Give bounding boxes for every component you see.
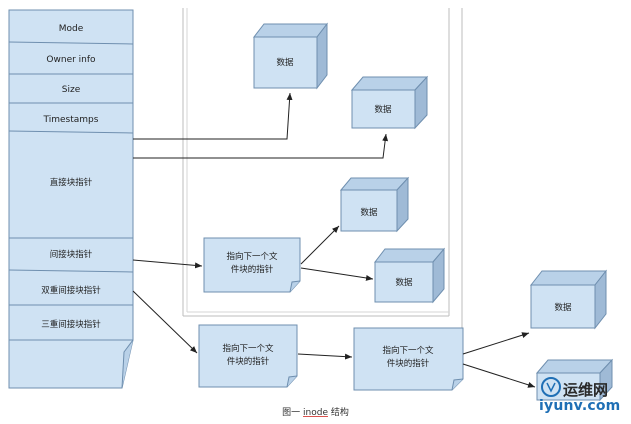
inode-table: Mode Owner info Size Timestamps 直接块指针 间接… [8,9,134,389]
data-block-6-partial [535,358,614,402]
watermark-title: 运维网 [563,381,609,399]
caption-prefix: 图一 [282,408,301,418]
data-block-1: 数据 [252,22,329,90]
field-indirect-block-pointer: 间接块指针 [50,249,93,260]
field-triple-indirect-block-pointer: 三重间接块指针 [41,319,101,330]
pointer-box-line1: 指向下一个文 [226,251,278,262]
arrow-indirect-to-pointer [132,259,203,269]
data-block-label: 数据 [360,207,378,218]
pointer-box-line2: 件块的指针 [227,356,270,367]
field-mode: Mode [59,24,84,34]
pointer-box-line2: 件块的指针 [387,358,430,369]
arrow-pointer-to-data-5 [462,332,530,355]
watermark-logo-icon [541,377,561,397]
caption-term: inode [303,408,328,418]
arrow-pointer-to-data-4 [300,267,374,281]
arrow-pointer-to-data-3 [300,225,340,265]
data-block-label: 数据 [374,104,392,115]
pointer-box-line2: 件块的指针 [231,264,274,275]
figure-caption: 图一 inode 结构 [0,405,631,418]
arrow-pointer-to-data-6 [462,363,536,388]
field-owner-info: Owner info [46,55,96,65]
field-double-indirect-block-pointer: 双重间接块指针 [41,285,101,296]
data-block-3: 数据 [339,176,410,233]
arrow-direct-to-data-2 [133,133,389,159]
data-block-label: 数据 [276,57,294,68]
pointer-box-1: 指向下一个文 件块的指针 [203,237,301,293]
pointer-box-line1: 指向下一个文 [222,343,274,354]
caption-suffix: 结构 [330,408,349,418]
field-size: Size [62,85,81,95]
pointer-box-2: 指向下一个文 件块的指针 [198,324,298,388]
data-block-4: 数据 [373,247,446,304]
pointer-box-line1: 指向下一个文 [382,345,434,356]
arrow-double-indirect-to-pointer [132,290,198,354]
arrows [132,92,536,388]
data-block-label: 数据 [554,302,572,313]
arrow-pointer-to-pointer [297,353,353,360]
data-block-5: 数据 [529,269,608,330]
field-timestamps: Timestamps [43,115,99,125]
pointer-box-3: 指向下一个文 件块的指针 [353,327,464,391]
data-block-2: 数据 [350,75,429,130]
data-block-label: 数据 [395,277,413,288]
field-direct-block-pointers: 直接块指针 [50,177,93,188]
watermark-subtitle: iyunv.com [539,398,621,414]
watermark: 运维网 iyunv.com [535,376,627,416]
arrow-direct-to-data-1 [133,92,293,140]
